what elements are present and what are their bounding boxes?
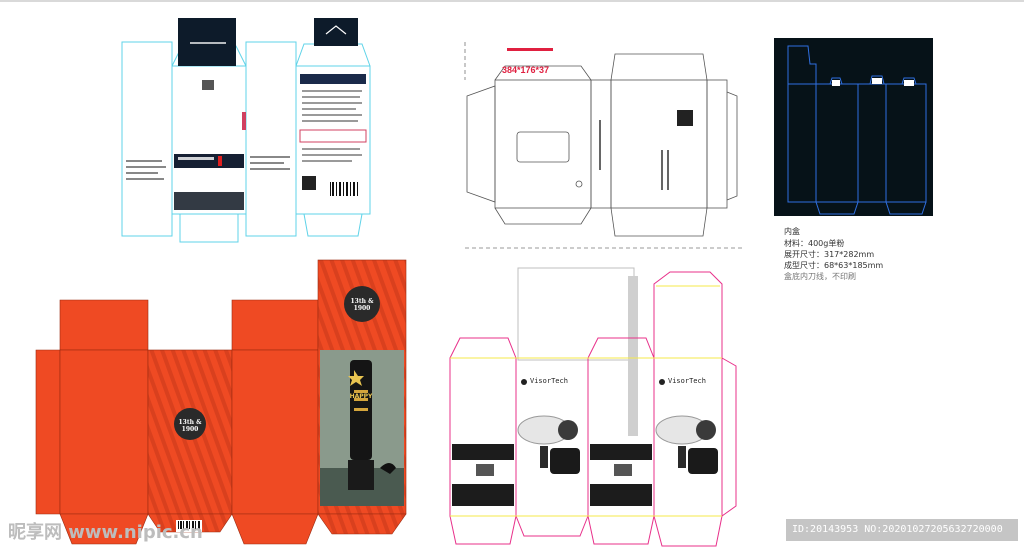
bottle-text: HAPPY (349, 393, 373, 400)
spec-line: 盒底内刀线，不印刷 (784, 272, 856, 281)
image-id-bar: ID:20143953 NO:20201027205632720000 (786, 519, 1018, 541)
dark-dieline-box (774, 38, 933, 216)
watermark: 昵享网 www.nipic.cn (8, 522, 203, 543)
brand-logo-text: VisorTech (668, 377, 706, 385)
spec-line: 展开尺寸：317*282mm (784, 250, 875, 259)
brand-seal-text: 13th & 1900 (178, 419, 202, 433)
brand-seal-text: 13th & 1900 (350, 298, 374, 312)
spec-title: 内盒 (784, 227, 800, 236)
orange-dieline-box (35, 259, 407, 545)
brand-logo-text: VisorTech (530, 377, 568, 385)
spec-line: 材料：400g单粉 (784, 239, 845, 248)
cyan-dieline-box (121, 18, 371, 243)
technical-dieline (464, 42, 745, 249)
camera-dieline-box (449, 267, 737, 547)
dimension-label: 384*176*37 (502, 65, 550, 75)
top-divider (0, 0, 1024, 2)
spec-line: 成型尺寸：68*63*185mm (784, 261, 884, 270)
